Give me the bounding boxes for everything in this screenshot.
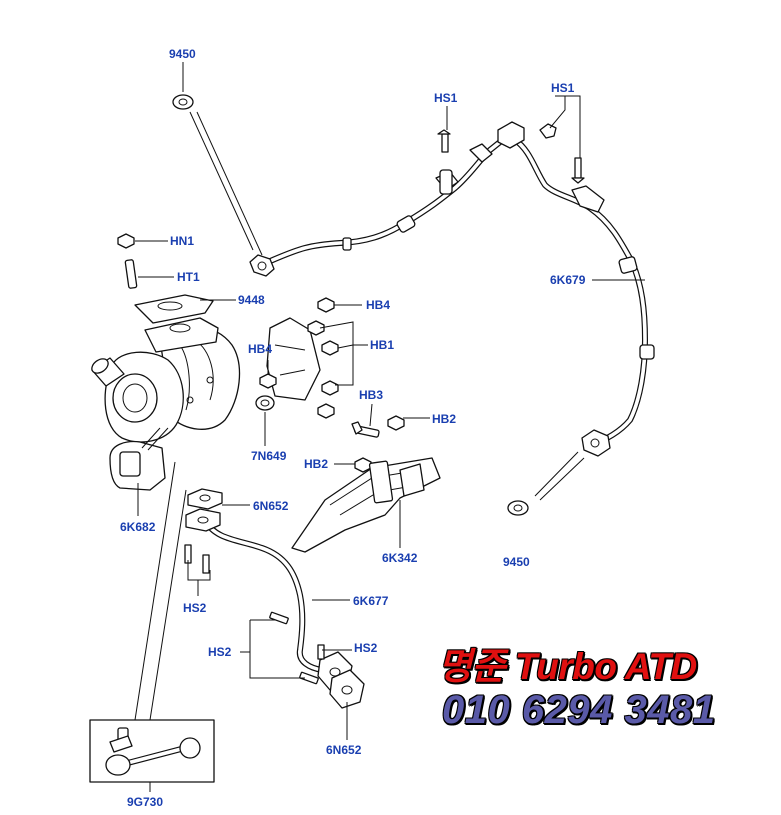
- bolt-hs2-d: [299, 671, 319, 685]
- callout-hs2-left: HS2: [183, 601, 207, 615]
- oil-feed-pipe-6k679: [249, 121, 655, 457]
- callout-9450-right: 9450: [503, 555, 530, 569]
- callout-6k679: 6K679: [550, 273, 586, 287]
- bolt-hs2-c: [269, 611, 289, 625]
- leader-lines: [134, 62, 645, 792]
- bracket-6k342: [291, 457, 441, 553]
- bolt-hs1-right-a: [539, 123, 557, 139]
- watermark-brand: 명준 Turbo ATD: [438, 646, 697, 687]
- bolt-hs1-left: [437, 129, 451, 153]
- callout-9g730: 9G730: [127, 795, 163, 809]
- callout-6n652-top: 6N652: [253, 499, 289, 513]
- bolt-hb4-left: [259, 373, 277, 389]
- callout-6k682: 6K682: [120, 520, 156, 534]
- flange-6n652-top: [185, 508, 221, 532]
- callout-6k342: 6K342: [382, 551, 418, 565]
- callout-7n649: 7N649: [251, 449, 287, 463]
- callout-hb3: HB3: [359, 388, 383, 402]
- gasket-6n652-top: [187, 488, 223, 510]
- bolt-hs1-right-b: [571, 157, 585, 184]
- bolt-hb2-right: [387, 415, 405, 431]
- callout-hs2-mid: HS2: [208, 645, 232, 659]
- bolt-hb4-top: [317, 297, 335, 313]
- callout-hs1-left: HS1: [434, 91, 458, 105]
- bolt-hb1-b: [321, 340, 339, 356]
- callout-9448: 9448: [238, 293, 265, 307]
- gasket-9448: [134, 294, 214, 324]
- stud-ht1: [124, 259, 138, 289]
- callout-ht1: HT1: [177, 270, 200, 284]
- bolt-hb1-a: [307, 320, 325, 336]
- bolt-hb-lower: [317, 403, 335, 419]
- turbocharger: [91, 317, 241, 491]
- callout-9450-top: 9450: [169, 47, 196, 61]
- callout-hs1-right: HS1: [551, 81, 575, 95]
- callout-6k677: 6K677: [353, 594, 389, 608]
- callout-hb2-right: HB2: [432, 412, 456, 426]
- callout-hs2-right: HS2: [354, 641, 378, 655]
- callout-hb4-left: HB4: [248, 342, 272, 356]
- oil-return-pipe-6k677: [202, 517, 325, 673]
- watermark-phone: 010 6294 3481: [442, 688, 716, 732]
- clamp-7n649: [255, 395, 275, 411]
- bolt-hs2-e: [317, 644, 325, 660]
- callout-hb4-right: HB4: [366, 298, 390, 312]
- callout-6n652-bottom: 6N652: [326, 743, 362, 757]
- callout-hb1: HB1: [370, 338, 394, 352]
- nut-hn1: [117, 233, 135, 249]
- callout-hb2-left: HB2: [304, 457, 328, 471]
- washer-9450-top: [172, 94, 194, 110]
- washer-9450-right: [507, 500, 529, 516]
- gasket-6n652-bottom: [329, 669, 365, 709]
- bolt-hb3: [351, 421, 380, 438]
- bolt-hb1-c: [321, 380, 339, 396]
- inset-9g730: [89, 719, 215, 783]
- bolt-hs2-b: [202, 554, 210, 574]
- callout-hn1: HN1: [170, 234, 194, 248]
